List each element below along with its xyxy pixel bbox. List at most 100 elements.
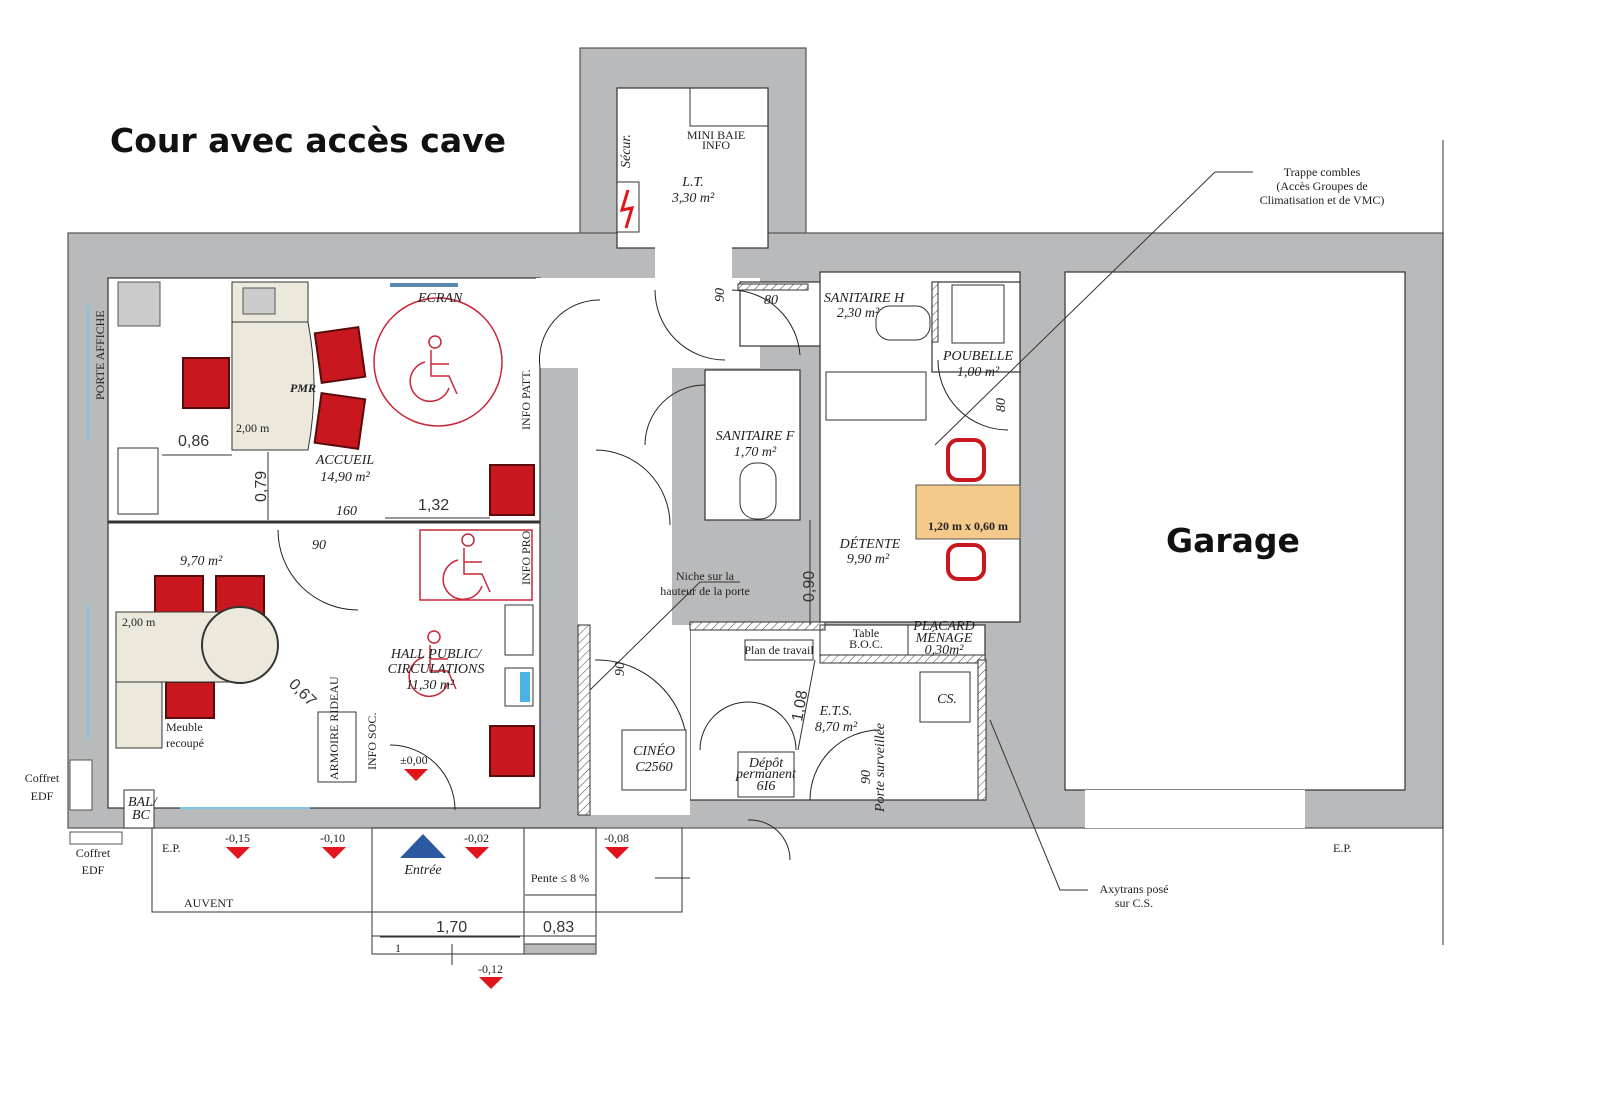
plan-label: Coffret xyxy=(76,846,111,860)
title-court: Cour avec accès cave xyxy=(110,121,506,160)
plan-label: AUVENT xyxy=(184,896,234,910)
plan-label: INFO SOC. xyxy=(365,713,379,770)
plan-label: SANITAIRE F xyxy=(716,429,795,444)
plan-label: 90 xyxy=(713,288,728,302)
plan-label: 1,00 m² xyxy=(957,365,1000,380)
plan-label: C2560 xyxy=(635,760,672,775)
plan-label: ACCUEIL xyxy=(315,453,375,468)
leader-lines xyxy=(589,171,1253,891)
plan-label: L.T. xyxy=(681,175,704,190)
plan-label: 6I6 xyxy=(757,779,776,794)
plan-label: ±0,00 xyxy=(400,753,428,767)
entry-arrow-icon xyxy=(400,834,446,858)
plan-label: 0,83 xyxy=(543,919,574,936)
plan-label: 9,90 m² xyxy=(847,552,890,567)
chair xyxy=(489,725,535,777)
room-ets xyxy=(689,624,986,801)
plan-label: ARMOIRE RIDEAU xyxy=(327,676,341,780)
title-garage: Garage xyxy=(1166,521,1300,560)
plan-label: Sécur. xyxy=(619,134,634,168)
plan-label: -0,10 xyxy=(320,831,345,845)
plan-label: 1,20 m x 0,60 m xyxy=(928,519,1008,533)
plan-label: 14,90 m² xyxy=(320,470,370,485)
plan-label: Table xyxy=(853,626,879,640)
plan-label: HALL PUBLIC/ xyxy=(390,647,482,662)
plan-label: Plan de travail xyxy=(744,643,814,657)
chair xyxy=(313,392,367,450)
plan-label: -0,12 xyxy=(478,962,503,976)
plan-label: Dépôt xyxy=(748,756,784,771)
plan-label: 90 xyxy=(613,662,628,676)
chair xyxy=(154,575,204,617)
plan-label: 0,30m² xyxy=(925,643,965,658)
plan-label: 1,32 xyxy=(418,497,449,514)
plan-label: (Accès Groupes de xyxy=(1276,179,1367,193)
furniture xyxy=(69,87,1021,845)
room-poubelle xyxy=(931,281,1021,373)
plan-label: 80 xyxy=(764,293,778,308)
plan-label: CINÉO xyxy=(633,742,675,759)
plan-label: 9,70 m² xyxy=(180,554,223,569)
plan-label: 0,86 xyxy=(178,433,209,450)
plan-label: recoupé xyxy=(166,736,204,750)
plan-label: B.O.C. xyxy=(849,637,883,651)
plan-label: 1,08 xyxy=(789,689,811,723)
room-garage xyxy=(1064,271,1406,791)
plan-label: PORTE AFFICHE xyxy=(93,310,107,400)
plan-label: SANITAIRE H xyxy=(824,291,905,306)
level-markers: ±0,00 -0,15 -0,10 -0,02 -0,08 -0,12 xyxy=(225,753,629,989)
room-lt xyxy=(616,87,769,249)
room-labels: L.T. 3,30 m² MINI BAIE INFO ACCUEIL 14,9… xyxy=(93,128,1013,823)
exterior xyxy=(87,305,683,965)
plan-label: 1,70 m² xyxy=(734,445,777,460)
plan-label: 1,70 xyxy=(436,919,467,936)
plan-label: Porte surveillée xyxy=(873,723,888,813)
plan-label: Coffret xyxy=(25,771,60,785)
plan-label: BAL/ xyxy=(128,795,158,810)
chair xyxy=(313,326,367,384)
plan-label: -0,08 xyxy=(604,831,629,845)
plan-label: 160 xyxy=(336,504,357,519)
plan-label: Trappe combles xyxy=(1284,165,1361,179)
electric-icon xyxy=(619,189,635,229)
plan-label: Pente ≤ 8 % xyxy=(531,871,589,885)
plan-label: 0,90 xyxy=(801,571,818,602)
plan-label: -0,15 xyxy=(225,831,250,845)
plan-label: -0,02 xyxy=(464,831,489,845)
plan-label: Entrée xyxy=(403,863,441,878)
plan-label: Niche sur la xyxy=(676,569,735,583)
plan-label: 8,70 m² xyxy=(815,720,858,735)
plan-label: sur C.S. xyxy=(1115,896,1153,910)
plan-label: 2,30 m² xyxy=(837,306,880,321)
chair xyxy=(165,681,215,719)
plan-label: 3,30 m² xyxy=(671,191,715,206)
plan-label: MÉNAGE xyxy=(915,629,973,646)
plan-label: permanent xyxy=(735,767,797,782)
plan-label: CS. xyxy=(937,692,957,707)
plan-label: Meuble xyxy=(166,720,203,734)
room-sanitaire-f xyxy=(704,369,801,521)
plan-label: PMR xyxy=(290,381,316,395)
plan-label: INFO PRO xyxy=(519,530,533,585)
detente-table xyxy=(915,484,1021,540)
plan-label: INFO PATT. xyxy=(519,369,533,430)
plan-label: Climatisation et de VMC) xyxy=(1260,193,1385,207)
plan-label: 90 xyxy=(312,538,326,553)
plan-label: EDF xyxy=(31,789,54,803)
plan-label: 2,00 m xyxy=(122,615,156,629)
plan-label: 2,00 m xyxy=(236,421,270,435)
plan-label: PLACARD xyxy=(912,619,974,634)
plan-label: 0,79 xyxy=(253,471,270,502)
plan-label: INFO xyxy=(702,138,730,152)
plan-label: POUBELLE xyxy=(942,349,1013,364)
plan-label: MINI BAIE xyxy=(687,128,745,142)
plan-label: DÉTENTE xyxy=(839,535,901,552)
plan-label: CIRCULATIONS xyxy=(388,662,485,677)
plan-label: E.T.S. xyxy=(819,704,853,719)
door-swings xyxy=(277,289,1009,861)
chair xyxy=(182,357,230,409)
plan-label: ECRAN xyxy=(417,291,463,306)
plan-label: E.P. xyxy=(162,841,181,855)
plan-label: 80 xyxy=(994,398,1009,412)
